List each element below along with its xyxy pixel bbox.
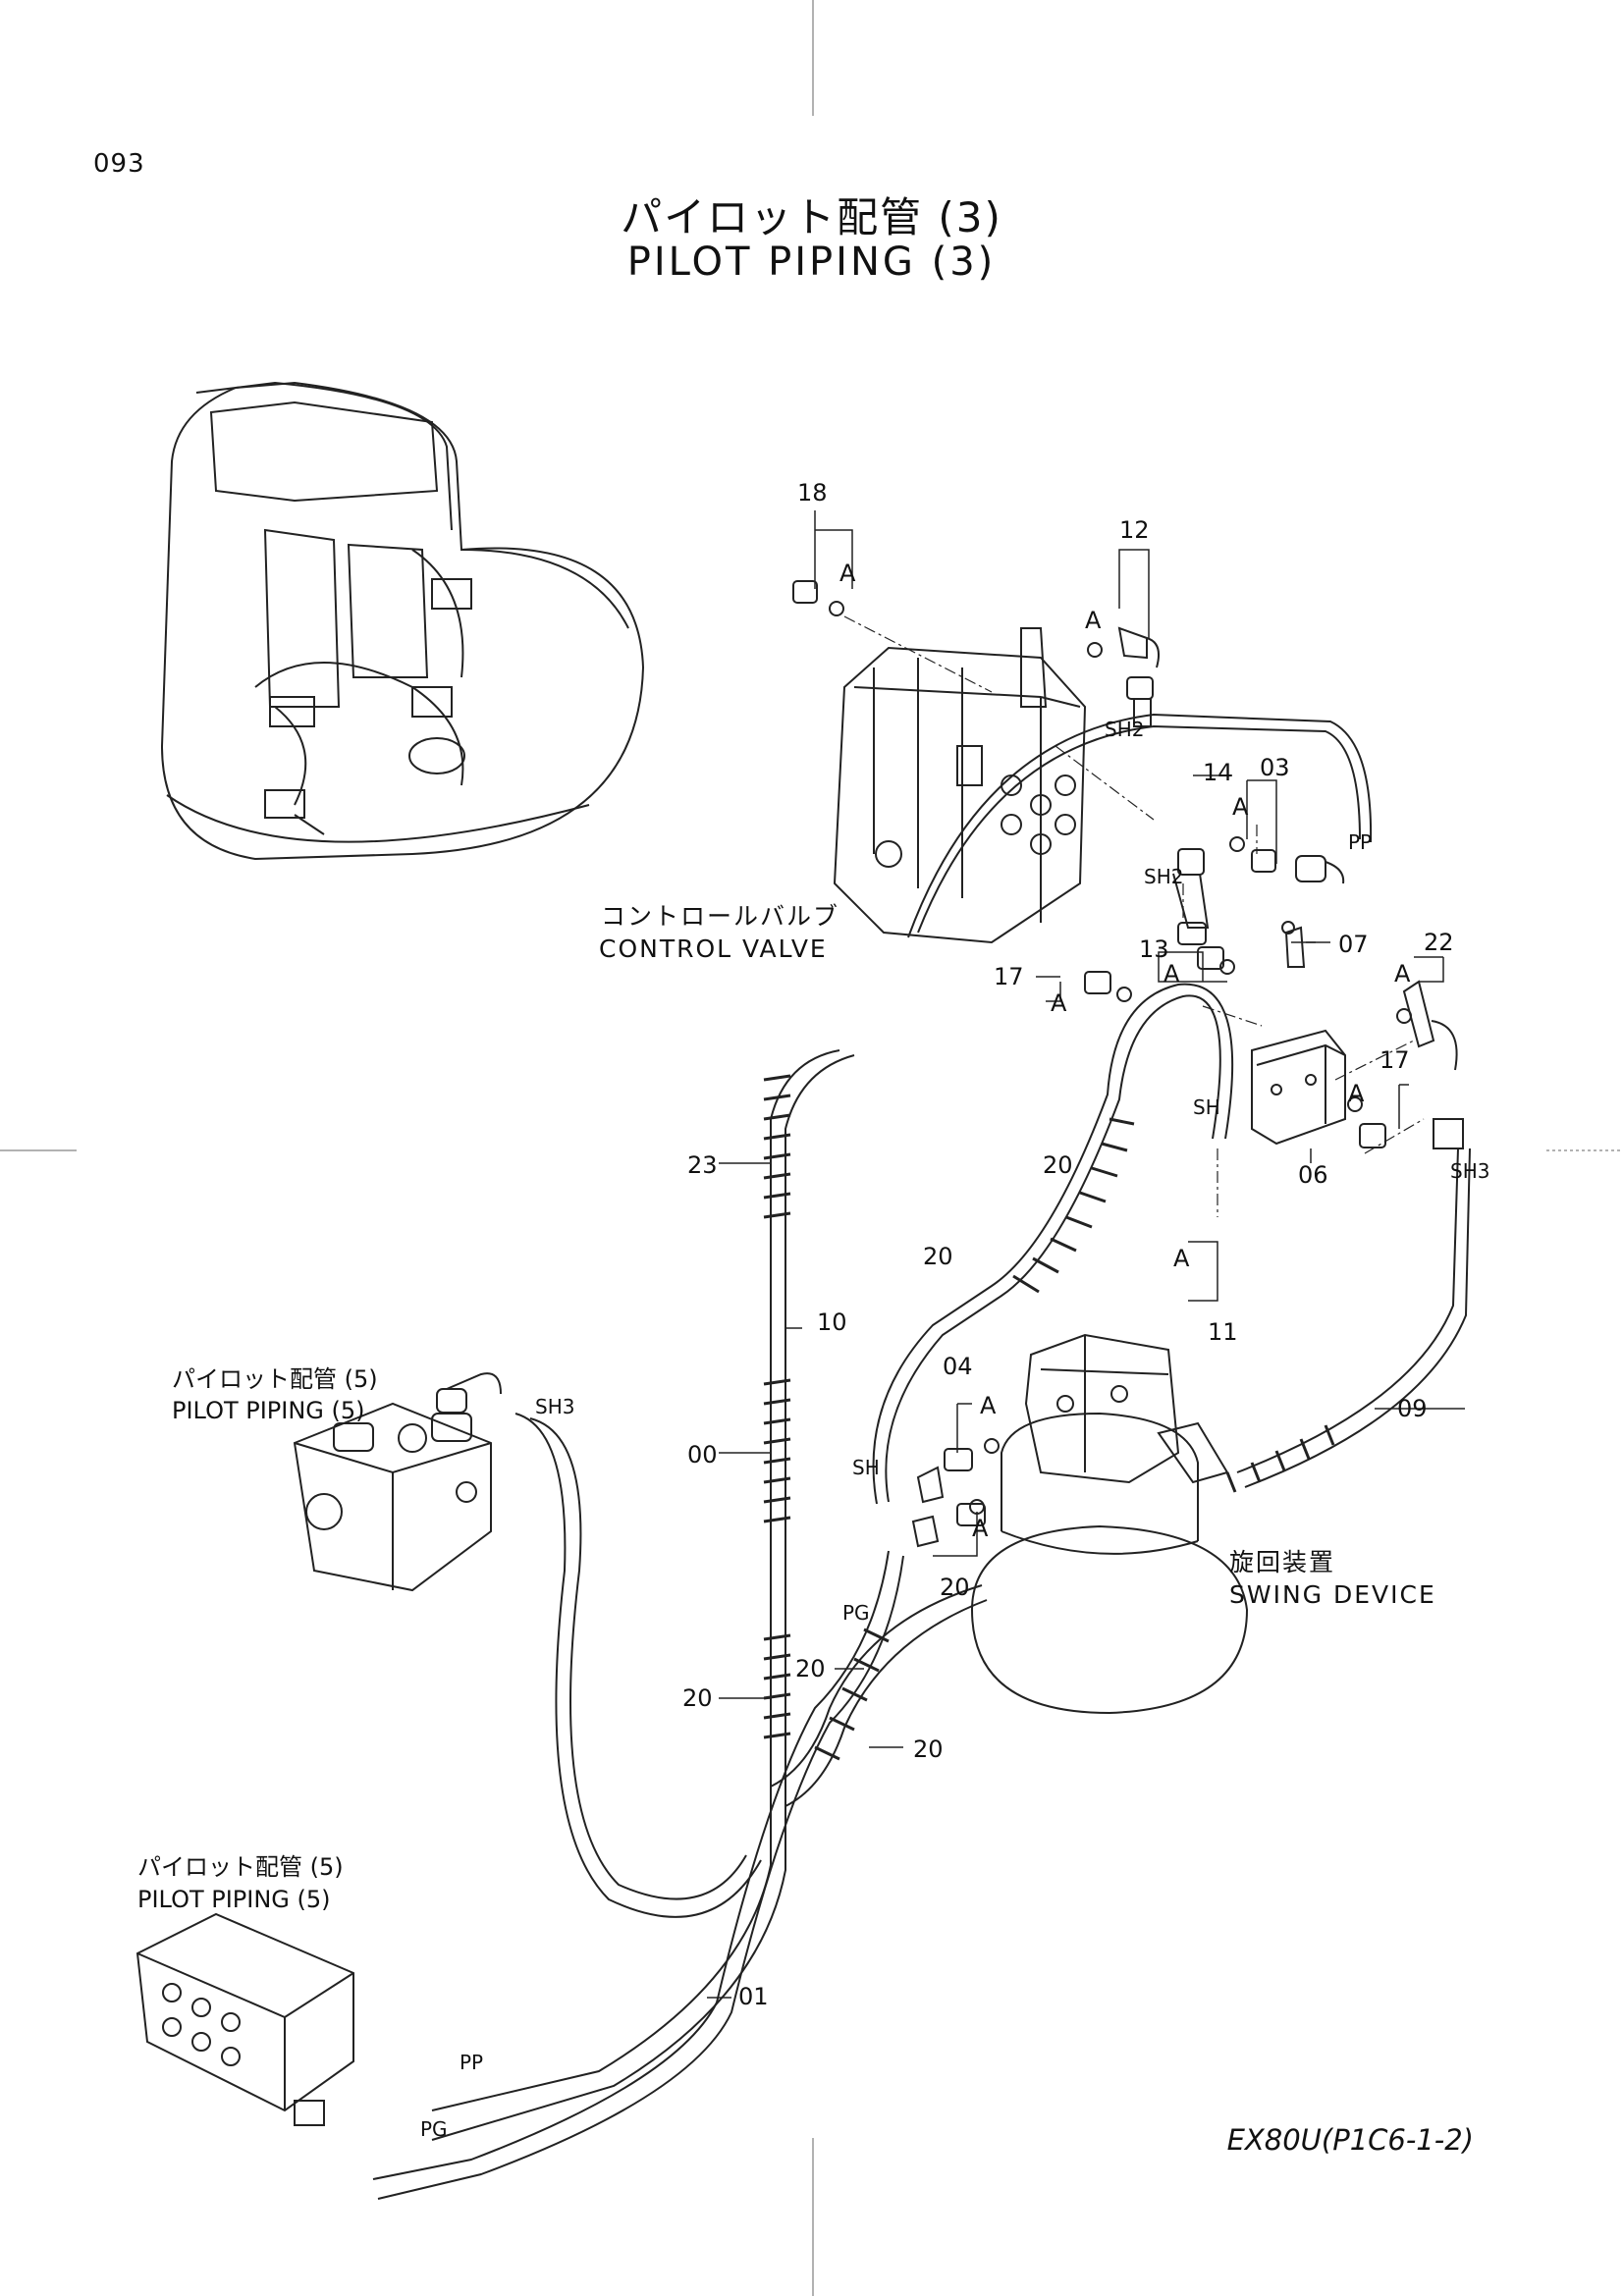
callout-17-right: 17: [1380, 1046, 1410, 1074]
centerlines: [843, 615, 1425, 1217]
fittings-09-00: [911, 1438, 1000, 1548]
callout-13: 13: [1139, 935, 1169, 963]
port-label-sh3-right: SH3: [1450, 1159, 1489, 1183]
title-japanese: パイロット配管 (3): [621, 193, 1002, 241]
control-valve-illustration: [833, 627, 1087, 944]
document-code: EX80U(P1C6-1-2): [1226, 2123, 1474, 2157]
callout-01: 01: [738, 1983, 769, 2010]
a-mark: A: [972, 1515, 989, 1542]
callout-06: 06: [1298, 1161, 1328, 1189]
callout-numbers: 18 12 14 03 13 07 22 17 17 06 20 20 11 1…: [682, 479, 1454, 2010]
port-label-sh: SH: [1193, 1095, 1220, 1119]
a-mark: A: [1173, 1245, 1190, 1272]
a-mark: A: [1348, 1080, 1365, 1107]
pilot-piping-lower-label-ja: パイロット配管 (5): [137, 1853, 344, 1881]
component-captions: コントロールバルブ CONTROL VALVE 旋回装置 SWING DEVIC…: [137, 902, 1436, 1913]
callout-20-lower-mid: 20: [795, 1655, 826, 1682]
callout-03: 03: [1260, 754, 1290, 781]
callout-18: 18: [797, 479, 828, 507]
port-label-pg-bottom: PG: [420, 2117, 448, 2141]
callout-23: 09: [1397, 1395, 1428, 1422]
pilot-valve-illustration: [293, 1372, 502, 1592]
control-valve-label-ja: コントロールバルブ: [601, 902, 839, 931]
a-reference-marks: A A A A A A A A A A: [839, 560, 1411, 1542]
pilot-piping-upper-label-en: PILOT PIPING (5): [172, 1397, 365, 1424]
callout-20-left-mid: 00: [687, 1441, 718, 1468]
port-label-pp-bottom: PP: [460, 2051, 483, 2074]
port-label-sh-lower: SH: [852, 1456, 880, 1479]
callout-04: 10: [817, 1308, 847, 1336]
swing-device-illustration: [970, 1333, 1249, 1715]
callout-20-left-top: 23: [687, 1151, 718, 1179]
control-valve-label-en: CONTROL VALVE: [599, 934, 828, 963]
pilot-piping-upper-label-ja: パイロット配管 (5): [172, 1365, 378, 1393]
port-label-sh2-mid: SH2: [1144, 865, 1183, 888]
swing-device-label-en: SWING DEVICE: [1229, 1580, 1436, 1609]
excavator-overview-illustration: [160, 381, 645, 861]
a-mark: A: [1232, 793, 1249, 821]
a-mark: A: [1394, 960, 1411, 988]
callout-20-right-low: 20: [913, 1735, 944, 1763]
callout-12: 12: [1119, 516, 1150, 544]
callout-17-left: 17: [994, 963, 1024, 990]
callout-11: 20: [923, 1243, 953, 1270]
spiral-guard-wraps: [763, 1074, 1335, 1761]
callout-09: 04: [943, 1353, 973, 1380]
fittings-upper: [792, 580, 1464, 1149]
page-number: 093: [93, 149, 145, 179]
callout-07: 07: [1338, 931, 1369, 958]
callout-20-upper-mid: 20: [1043, 1151, 1073, 1179]
title-english: PILOT PIPING (3): [626, 240, 997, 285]
pilot-block-lower-left: [135, 1912, 354, 2126]
port-label-sh3-left: SH3: [535, 1395, 574, 1418]
callout-20-left-low: 20: [682, 1684, 713, 1712]
callout-10: 11: [1208, 1318, 1238, 1346]
a-mark: A: [1085, 607, 1102, 634]
callout-22: 22: [1424, 929, 1454, 956]
port-label-pg-mid: PG: [842, 1601, 870, 1625]
port-labels: SH2 PP SH2 SH SH3 SH3 SH PG PP PG: [420, 718, 1489, 2141]
callout-14: 14: [1203, 759, 1233, 786]
callout-00: 20: [940, 1574, 970, 1601]
a-mark: A: [1163, 960, 1180, 988]
pilot-piping-lower-label-en: PILOT PIPING (5): [137, 1886, 331, 1913]
pilot-block-06: [1251, 1029, 1346, 1146]
hoses: [372, 713, 1471, 2200]
port-label-pp-top: PP: [1348, 830, 1372, 854]
a-mark: A: [1051, 989, 1067, 1017]
leader-lines: [707, 510, 1465, 1999]
swing-device-label-ja: 旋回装置: [1229, 1548, 1335, 1576]
port-label-sh2-top: SH2: [1105, 718, 1144, 741]
a-mark: A: [839, 560, 856, 587]
a-mark: A: [980, 1392, 997, 1419]
